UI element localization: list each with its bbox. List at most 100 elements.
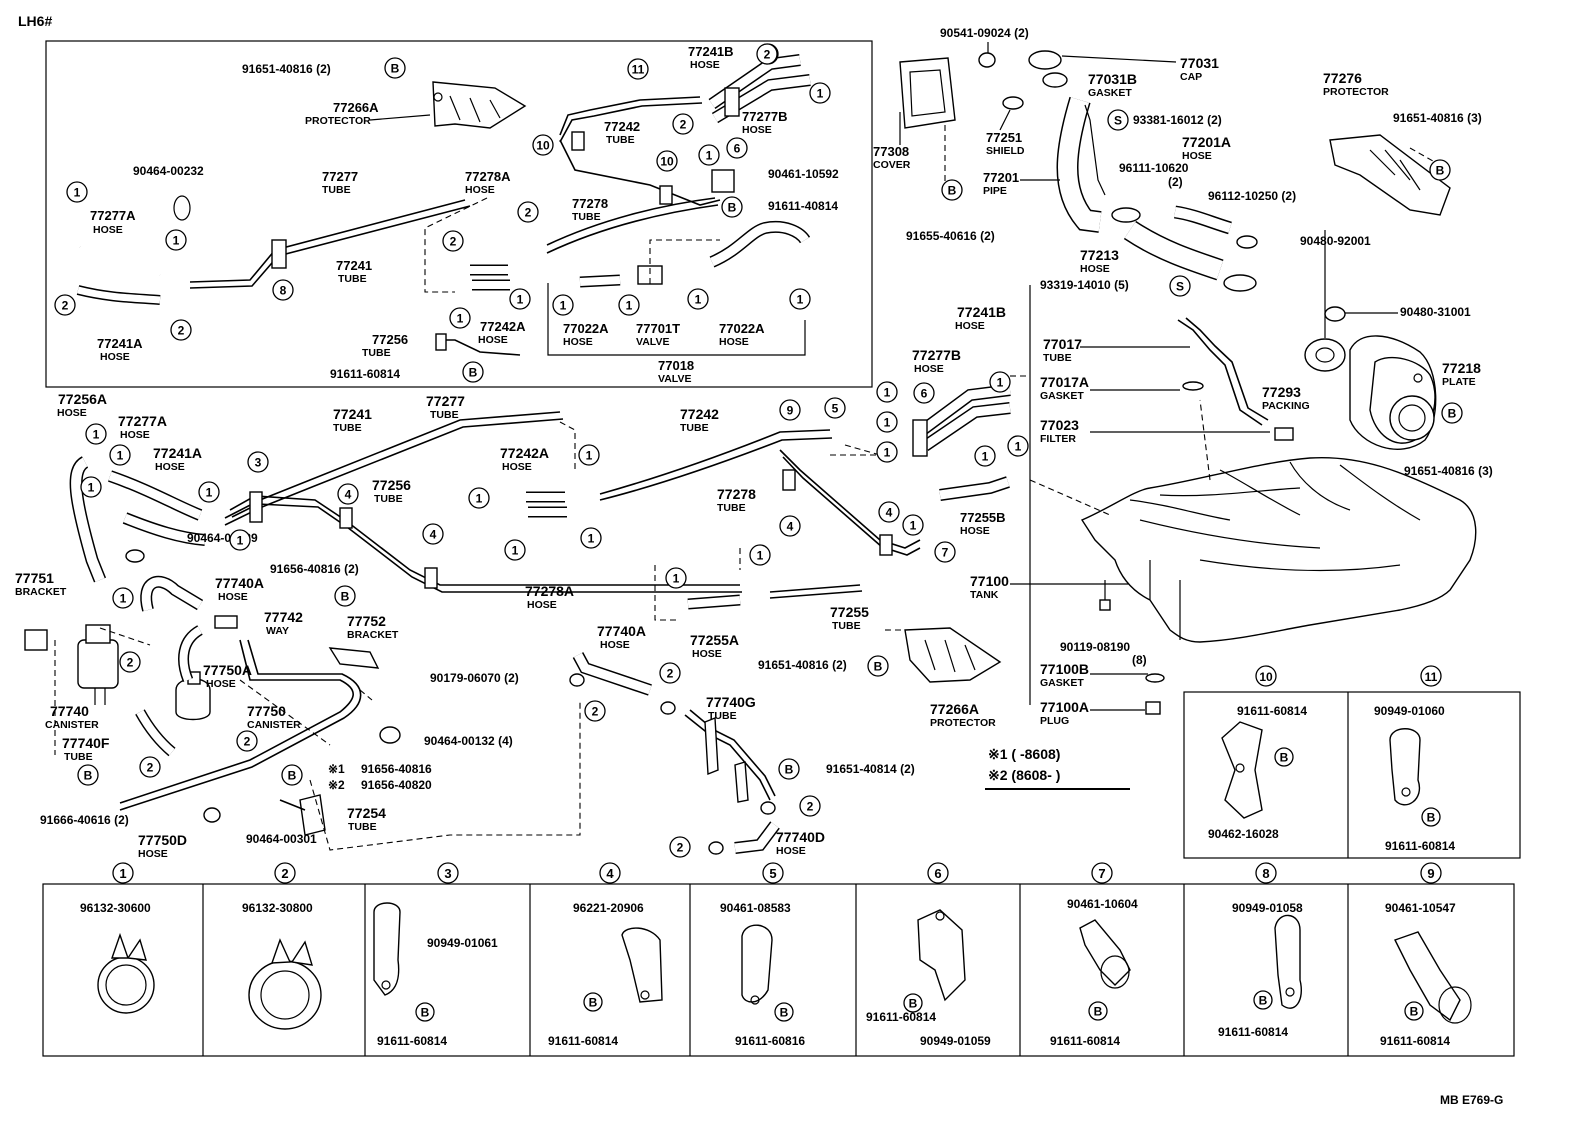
callout-circle: [789, 288, 811, 310]
b-bolt-symbol-text: B: [1280, 751, 1289, 765]
svg-text:HOSE: HOSE: [776, 845, 806, 857]
b-bolt-symbol: [1429, 159, 1451, 181]
svg-text:77242A: 77242A: [480, 319, 526, 334]
callout-circle: [934, 541, 956, 563]
b-bolt-symbol: [778, 758, 800, 780]
callout-circle: [580, 527, 602, 549]
callout-text: 2: [244, 735, 251, 749]
box-part-number: 91611-60814: [1385, 839, 1455, 853]
svg-text:77031: 77031: [1180, 55, 1219, 71]
svg-text:※1 ( -8608): ※1 ( -8608): [988, 746, 1060, 762]
inset-parts: [76, 54, 811, 356]
clip-number-circle: [112, 862, 134, 884]
callout-text: 1: [884, 446, 891, 460]
callout-text: 1: [88, 481, 95, 495]
callout-circle: [627, 58, 649, 80]
svg-text:HOSE: HOSE: [527, 599, 557, 611]
callout-circle: [504, 539, 526, 561]
svg-text:91656-40820: 91656-40820: [361, 778, 432, 792]
callout-text: 1: [757, 549, 764, 563]
callout-circle: [272, 279, 294, 301]
svg-text:77241A: 77241A: [153, 445, 202, 461]
svg-text:HOSE: HOSE: [563, 336, 593, 348]
callout-text: 2: [592, 705, 599, 719]
svg-text:91656-40816: 91656-40816: [361, 762, 432, 776]
callout-circle: [618, 294, 640, 316]
svg-text:PLATE: PLATE: [1442, 376, 1476, 388]
callout-text: 1: [117, 449, 124, 463]
clip-number: 8: [1262, 866, 1269, 881]
callout-text: 6: [734, 142, 741, 156]
callout-text: 3: [255, 456, 262, 470]
svg-text:HOSE: HOSE: [478, 334, 508, 346]
callout-text: 10: [660, 155, 674, 169]
clip-number: 5: [769, 866, 776, 881]
callout-circle: [659, 662, 681, 684]
svg-text:77266A: 77266A: [930, 701, 979, 717]
callout-text: 10: [536, 139, 550, 153]
callout-circle: [468, 487, 490, 509]
svg-text:90480-92001: 90480-92001: [1300, 234, 1371, 248]
callout-circle: [109, 444, 131, 466]
svg-text:77201: 77201: [983, 170, 1019, 185]
callout-circle: [517, 201, 539, 223]
svg-text:TUBE: TUBE: [322, 184, 351, 196]
callout-circle: [442, 230, 464, 252]
b-bolt-symbol-text: B: [728, 201, 737, 215]
svg-text:TUBE: TUBE: [374, 493, 403, 505]
callout-text: 2: [147, 761, 154, 775]
callout-text: 2: [807, 800, 814, 814]
clip-number-circle: [1255, 862, 1277, 884]
callout-text: 2: [525, 206, 532, 220]
callout-circle: [229, 529, 251, 551]
callout-text: 1: [695, 293, 702, 307]
b-bolt-symbol: [721, 196, 743, 218]
svg-text:COVER: COVER: [873, 159, 911, 171]
svg-text:77278A: 77278A: [465, 169, 511, 184]
svg-text:BRACKET: BRACKET: [15, 586, 67, 598]
svg-text:77277: 77277: [426, 393, 465, 409]
svg-text:77251: 77251: [986, 130, 1022, 145]
clip-number: 7: [1098, 866, 1105, 881]
callout-circle: [139, 756, 161, 778]
svg-text:77256: 77256: [372, 477, 411, 493]
b-bolt-symbol-text: B: [1094, 1005, 1103, 1019]
svg-text:77242: 77242: [680, 406, 719, 422]
svg-text:GASKET: GASKET: [1040, 390, 1084, 402]
svg-text:90464-00301: 90464-00301: [246, 832, 317, 846]
svg-text:HOSE: HOSE: [692, 648, 722, 660]
svg-text:SHIELD: SHIELD: [986, 145, 1025, 157]
svg-text:91656-40816 (2): 91656-40816 (2): [270, 562, 359, 576]
svg-text:HOSE: HOSE: [1080, 263, 1110, 275]
svg-text:77256A: 77256A: [58, 391, 107, 407]
svg-text:77023: 77023: [1040, 417, 1079, 433]
b-bolt-symbol-text: B: [909, 997, 918, 1011]
clip-part-number: 91611-60814: [1050, 1034, 1120, 1048]
callout-circle: [687, 288, 709, 310]
svg-text:HOSE: HOSE: [218, 591, 248, 603]
svg-text:77278: 77278: [572, 196, 608, 211]
fuel-tank: [1029, 399, 1477, 715]
svg-text:WAY: WAY: [266, 625, 289, 637]
callout-circle: [878, 501, 900, 523]
callout-text: 2: [677, 841, 684, 855]
svg-text:77218: 77218: [1442, 360, 1481, 376]
callout-text: 1: [884, 386, 891, 400]
clip-number: 4: [606, 866, 614, 881]
b-bolt-symbol-text: B: [785, 763, 794, 777]
svg-text:HOSE: HOSE: [93, 224, 123, 236]
callout-circle: [799, 795, 821, 817]
callout-circle: [236, 730, 258, 752]
svg-text:90480-31001: 90480-31001: [1400, 305, 1471, 319]
b-bolt-symbol: [77, 764, 99, 786]
production-legend: ※1 ( -8608) ※2 (8608- ): [985, 746, 1130, 790]
svg-text:CANISTER: CANISTER: [247, 719, 301, 731]
svg-text:77277B: 77277B: [742, 109, 788, 124]
box-number-circle: [1420, 665, 1442, 687]
clip-table: [42, 883, 1515, 1057]
b-bolt-symbol-text: B: [391, 62, 400, 76]
b-bolt-symbol: [903, 993, 923, 1013]
svg-text:77241B: 77241B: [688, 44, 734, 59]
callout-circle: [989, 371, 1011, 393]
